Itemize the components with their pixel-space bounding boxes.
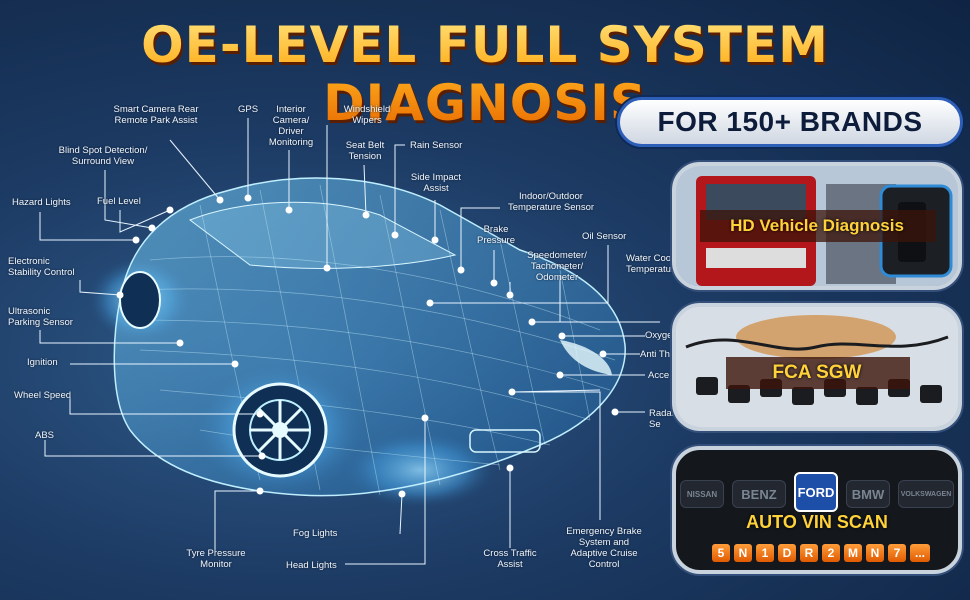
card-vin-label: AUTO VIN SCAN xyxy=(746,512,888,532)
label-tyre-pressure: Tyre Pressure Monitor xyxy=(180,548,252,570)
label-text: Cross Traffic Assist xyxy=(483,548,537,570)
label-text: Smart Camera Rear Remote Park Assist xyxy=(113,104,199,126)
label-emergency-brake: Emergency Brake System and Adaptive Crui… xyxy=(560,526,648,570)
brands-badge-text: FOR 150+ BRANDS xyxy=(657,106,923,137)
label-text: Windshield Wipers xyxy=(343,104,391,126)
label-water-cool: Water Cool Temperatur xyxy=(626,253,674,275)
vin-char: R xyxy=(800,544,818,562)
label-text: Hazard Lights xyxy=(12,197,71,208)
label-interior-camera: Interior Camera/ Driver Monitoring xyxy=(262,104,320,148)
vin-char: 1 xyxy=(756,544,774,562)
vin-char: M xyxy=(844,544,862,562)
label-oxygen: Oxygen xyxy=(645,330,679,341)
card-fca-label: FCA SGW xyxy=(772,362,862,383)
label-text: Ultrasonic Parking Sensor xyxy=(8,306,73,328)
label-text: Seat Belt Tension xyxy=(345,140,385,162)
label-head-lights: Head Lights xyxy=(286,560,350,571)
label-windshield-wipers: Windshield Wipers xyxy=(338,104,396,126)
label-text: Oxygen xyxy=(645,330,678,341)
label-text: Water Cool Temperatur xyxy=(626,253,674,275)
label-text: Speedometer/ Tachometer/ Odometer xyxy=(527,250,587,283)
label-text: Interior Camera/ Driver Monitoring xyxy=(268,104,314,148)
label-text: Head Lights xyxy=(286,560,337,571)
vin-char: N xyxy=(734,544,752,562)
label-text: Tyre Pressure Monitor xyxy=(186,548,246,570)
label-electronic-stability: Electronic Stability Control xyxy=(8,256,92,278)
label-fuel-level: Fuel Level xyxy=(97,196,153,207)
vin-char: 5 xyxy=(712,544,730,562)
card-label-bg xyxy=(726,357,910,389)
label-anti-theft: Anti Th xyxy=(640,349,676,360)
brand-tile-volkswagen: VOLKSWAGEN xyxy=(898,480,954,508)
label-text: GPS xyxy=(237,104,259,115)
brand-tile-bmw: BMW xyxy=(846,480,890,508)
label-gps: GPS xyxy=(232,104,264,115)
label-text: ABS xyxy=(35,430,55,441)
label-text: Ignition xyxy=(27,357,58,368)
label-text: Radar Se xyxy=(649,408,675,430)
label-text: Anti Th xyxy=(640,349,670,360)
label-text: Brake Pressure xyxy=(476,224,515,246)
vin-char: 2 xyxy=(822,544,840,562)
label-ultrasonic: Ultrasonic Parking Sensor xyxy=(8,306,92,328)
card-hd-label: HD Vehicle Diagnosis xyxy=(730,216,904,235)
label-indoor-outdoor: Indoor/Outdoor Temperature Sensor xyxy=(500,191,602,213)
label-text: Rain Sensor xyxy=(410,140,463,151)
label-blind-spot: Blind Spot Detection/ Surround View xyxy=(48,145,158,167)
label-text: Wheel Speed xyxy=(14,390,72,401)
label-smart-camera: Smart Camera Rear Remote Park Assist xyxy=(108,104,204,126)
card-hd-vehicle: HD Vehicle Diagnosis xyxy=(672,162,962,290)
label-text: Side Impact Assist xyxy=(410,172,462,194)
label-brake-pressure: Brake Pressure xyxy=(472,224,520,246)
label-speedometer: Speedometer/ Tachometer/ Odometer xyxy=(522,250,592,283)
label-oil-sensor: Oil Sensor xyxy=(582,231,642,242)
brand-tile-nissan: NISSAN xyxy=(680,480,724,508)
label-text: Oil Sensor xyxy=(582,231,627,242)
card-fca-sgw: FCA SGW xyxy=(672,303,962,431)
vin-char: 7 xyxy=(888,544,906,562)
front-wheel-graphic xyxy=(232,382,328,478)
label-accel: Acce xyxy=(648,370,674,381)
label-text: Fog Lights xyxy=(293,528,338,539)
brands-badge: FOR 150+ BRANDS xyxy=(617,97,963,147)
label-text: Fuel Level xyxy=(97,196,141,207)
label-text: Acce xyxy=(648,370,670,381)
card-label-bg xyxy=(700,210,936,242)
label-cross-traffic: Cross Traffic Assist xyxy=(478,548,542,570)
label-hazard-lights: Hazard Lights xyxy=(12,197,82,208)
label-rain-sensor: Rain Sensor xyxy=(410,140,480,151)
label-text: Electronic Stability Control xyxy=(8,256,75,278)
vin-char: D xyxy=(778,544,796,562)
label-text: Indoor/Outdoor Temperature Sensor xyxy=(507,191,595,213)
label-ignition: Ignition xyxy=(27,357,71,368)
label-seat-belt: Seat Belt Tension xyxy=(338,140,392,162)
label-wheel-speed: Wheel Speed xyxy=(14,390,84,401)
vin-char: N xyxy=(866,544,884,562)
card-auto-vin: NISSAN BENZ FORD BMW VOLKSWAGEN AUTO VIN… xyxy=(672,446,962,574)
label-radar: Radar Se xyxy=(649,408,681,430)
brand-tile-benz: BENZ xyxy=(732,480,786,508)
label-abs: ABS xyxy=(35,430,65,441)
label-text: Blind Spot Detection/ Surround View xyxy=(58,145,148,167)
vin-char: ... xyxy=(910,544,930,562)
label-text: Emergency Brake System and Adaptive Crui… xyxy=(566,526,642,570)
label-fog-lights: Fog Lights xyxy=(293,528,353,539)
label-side-impact: Side Impact Assist xyxy=(404,172,468,194)
page-title: OE-LEVEL FULL SYSTEM DIAGNOSIS xyxy=(0,16,970,132)
brand-tile-ford: FORD xyxy=(794,472,838,512)
